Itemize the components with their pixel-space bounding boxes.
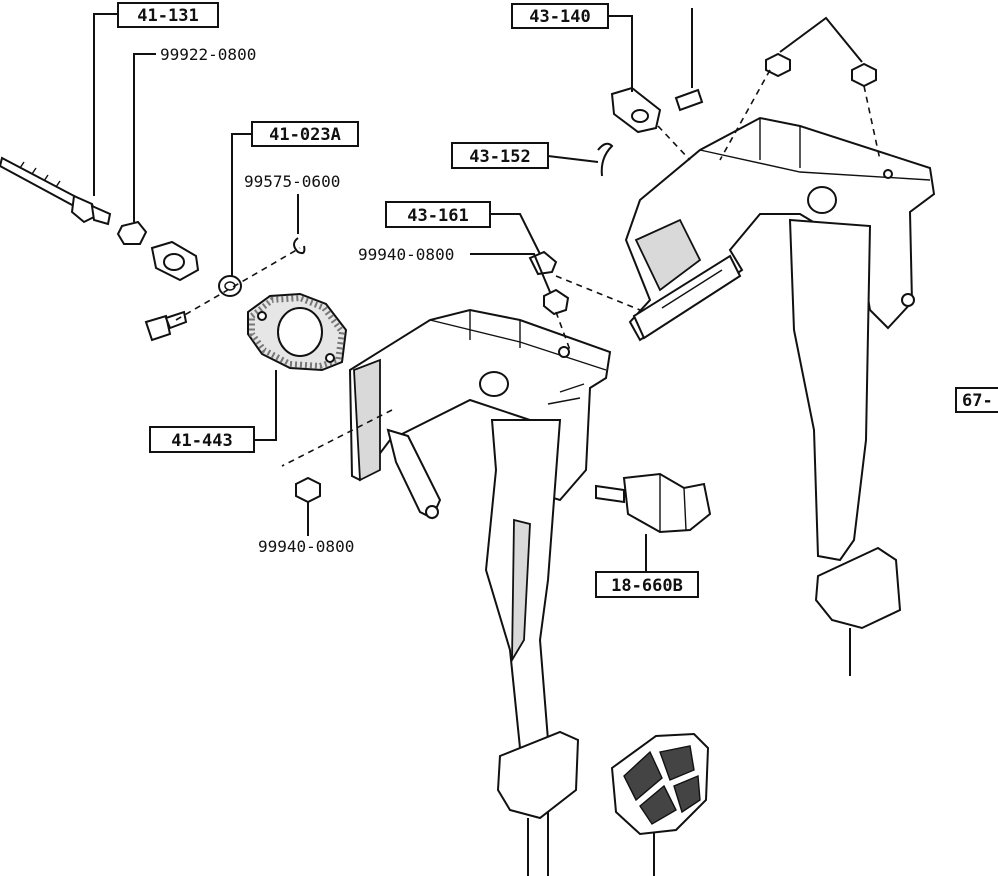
clip-43-152-part xyxy=(597,142,614,177)
left-pedal-bracket xyxy=(348,308,612,520)
label-41-131: 41-131 xyxy=(137,6,198,26)
short-bolt-part xyxy=(144,310,188,342)
label-41-023a: 41-023A xyxy=(269,125,341,145)
nut-part xyxy=(116,220,148,245)
bushing-part xyxy=(218,275,242,297)
label-43-152: 43-152 xyxy=(469,147,530,167)
pedal-switch-part xyxy=(595,472,712,534)
label-99940-0800-bottom: 99940-0800 xyxy=(258,537,354,556)
label-99575-0600: 99575-0600 xyxy=(244,172,340,191)
right-pedal-arm xyxy=(788,218,872,562)
leader-99940-top xyxy=(470,253,551,293)
label-67-cut: 67- xyxy=(962,391,993,411)
callout-41-023a: 41-023A xyxy=(251,121,359,147)
callout-99940-0800-bottom: 99940-0800 xyxy=(258,537,354,556)
long-bolt-part xyxy=(0,156,112,226)
callout-67-cut: 67- xyxy=(955,387,998,413)
top-nut-part-b xyxy=(851,62,877,88)
leader-43-161 xyxy=(490,213,541,255)
leader-41-131 xyxy=(93,13,118,196)
leader-41-443 xyxy=(254,370,277,441)
right-pedal-pad xyxy=(814,546,902,676)
label-99940-0800-top: 99940-0800 xyxy=(358,245,454,264)
label-43-161: 43-161 xyxy=(407,206,468,226)
textured-pedal-pad xyxy=(610,732,710,876)
callout-41-131: 41-131 xyxy=(117,2,219,28)
callout-43-152: 43-152 xyxy=(451,142,549,169)
callout-99575-0600: 99575-0600 xyxy=(244,172,340,191)
label-41-443: 41-443 xyxy=(171,431,232,451)
callout-99940-0800-top: 99940-0800 xyxy=(358,245,454,264)
leader-41-023a xyxy=(231,133,252,276)
label-99922-0800: 99922-0800 xyxy=(160,45,256,64)
leader-99922 xyxy=(133,53,156,222)
assembly-dashed-line-bolt xyxy=(555,275,641,351)
assembly-dashed-line-left xyxy=(175,247,301,321)
left-pedal-pad xyxy=(496,730,580,876)
top-nut-part-a xyxy=(765,52,791,78)
right-pedal-bracket xyxy=(624,116,936,342)
assembly-dashed-line-top xyxy=(719,69,881,161)
left-pedal-arm xyxy=(484,419,562,750)
clip-part xyxy=(293,237,306,255)
leader-43-152 xyxy=(547,155,599,163)
nut-99940-top-part xyxy=(543,288,570,316)
clamp-43-140-part xyxy=(610,86,662,134)
label-43-140: 43-140 xyxy=(529,7,590,27)
clamp-part xyxy=(150,240,200,282)
label-18-660b: 18-660B xyxy=(611,576,683,596)
callout-43-140: 43-140 xyxy=(511,3,609,29)
callout-99922-0800: 99922-0800 xyxy=(160,45,256,64)
gasket-part xyxy=(247,292,348,372)
assembly-dashed-line-center xyxy=(281,409,393,467)
bottom-nut-part xyxy=(295,476,321,504)
callout-43-161: 43-161 xyxy=(385,201,491,228)
small-bolt-part xyxy=(674,8,704,112)
leader-top-nuts xyxy=(779,16,863,63)
callout-18-660b: 18-660B xyxy=(595,571,699,598)
callout-41-443: 41-443 xyxy=(149,426,255,453)
assembly-dashed-line-upper xyxy=(657,125,691,161)
leader-43-140 xyxy=(608,15,633,92)
